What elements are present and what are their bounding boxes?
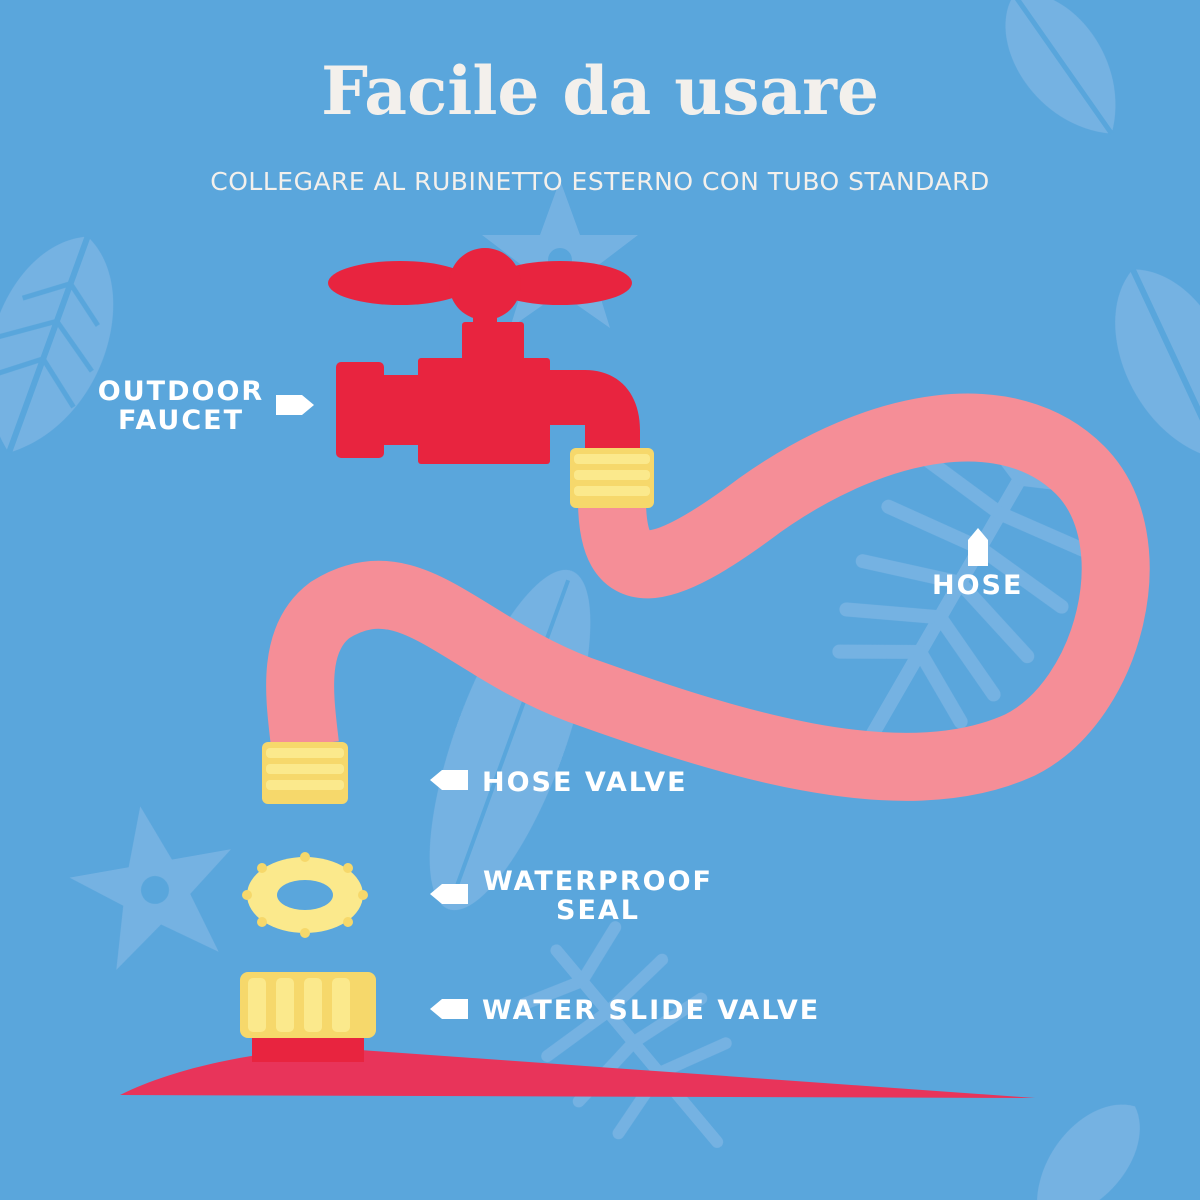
label-hose: HOSE [932,570,1024,601]
hose-valve [262,742,348,804]
label-waterproof-seal: WATERPROOF SEAL [482,867,714,925]
waterproof-seal [242,852,368,938]
page-title: Facile da usare [321,52,879,130]
arrow-left-icon [430,999,468,1019]
label-line: WATERPROOF [483,866,713,897]
leaf-icon [1005,0,1116,136]
arrow-left-icon [430,884,468,904]
faucet-handle-right [488,261,632,305]
faucet-handle-left [328,261,472,305]
arrow-left-icon [430,770,468,790]
faucet-hose-connector [570,448,654,508]
leaf-icon [1037,1104,1140,1200]
leaf-icon [1115,268,1200,461]
label-outdoor-faucet: OUTDOOR FAUCET [92,377,270,435]
label-hose-valve: HOSE VALVE [482,767,688,798]
palm-leaf-icon [517,921,732,1148]
label-line: FAUCET [117,405,244,436]
hose [266,393,1150,801]
label-water-slide-valve: WATER SLIDE VALVE [482,995,821,1026]
faucet-handle-hub [449,248,521,320]
leaf-icon [0,235,114,454]
label-line: OUTDOOR [97,376,265,407]
label-line: SEAL [556,895,640,926]
arrow-up-icon [968,528,988,566]
starfish-icon [69,806,232,970]
label-arrows [276,395,988,1019]
page-subtitle: COLLEGARE AL RUBINETTO ESTERNO CON TUBO … [210,167,990,196]
faucet-inlet [336,362,384,458]
faucet-body [418,358,550,464]
outdoor-faucet [328,248,654,508]
water-slide-valve [120,972,1035,1098]
arrow-right-icon [276,395,314,415]
